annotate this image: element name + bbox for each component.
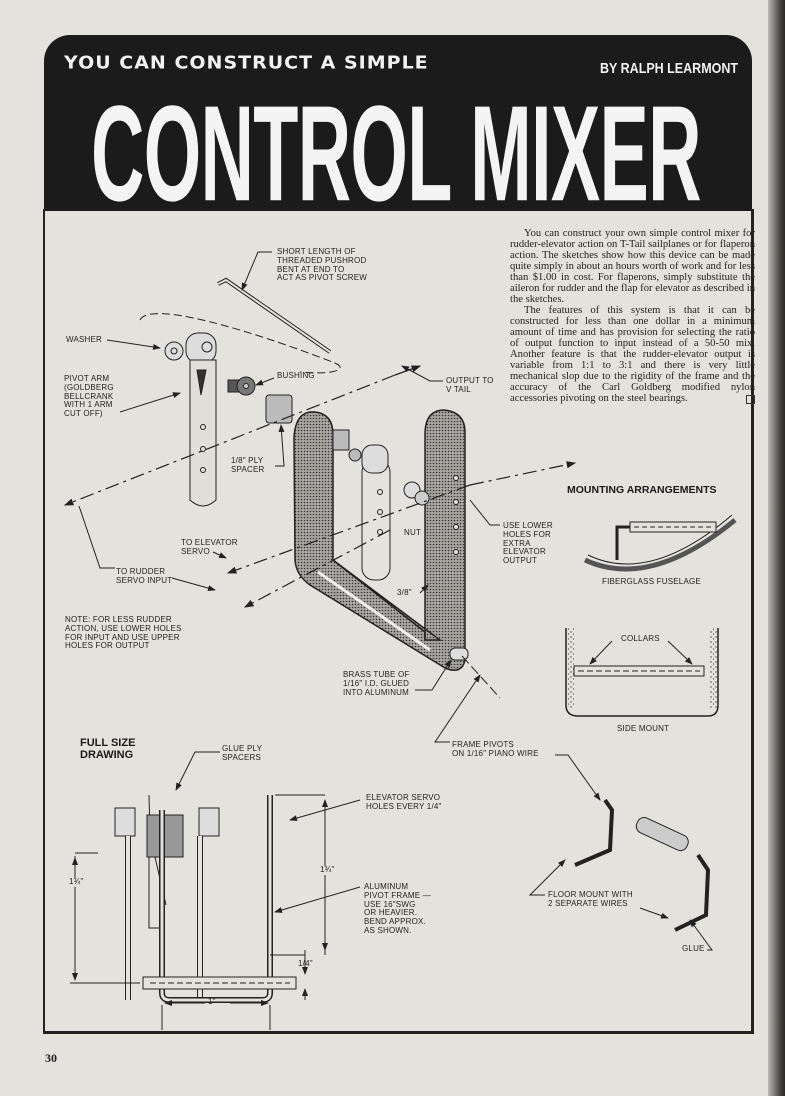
label-lower-holes: USE LOWER HOLES FOR EXTRA ELEVATOR OUTPU… <box>503 521 553 566</box>
side-mount-drawing <box>565 628 719 717</box>
end-mark-icon <box>746 395 755 404</box>
mounting-heading: MOUNTING ARRANGEMENTS <box>567 484 717 496</box>
label-dim-quarter: 1/4" <box>298 959 313 968</box>
body-paragraph: You can construct your own simple contro… <box>510 228 755 305</box>
label-floor-mount: FLOOR MOUNT WITH 2 SEPARATE WIRES <box>548 890 633 908</box>
body-paragraph-text: The features of this system is that it c… <box>510 305 755 404</box>
u-frame-drawing <box>293 409 466 671</box>
pivot-arm-drawing <box>185 332 217 507</box>
label-pushrod: SHORT LENGTH OF THREADED PUSHROD BENT AT… <box>277 247 367 283</box>
label-elevator-holes: ELEVATOR SERVO HOLES EVERY 1/4" <box>366 793 442 811</box>
article-title: CONTROL MIXER <box>91 77 702 211</box>
page-number: 30 <box>45 1051 57 1065</box>
article-header: YOU CAN CONSTRUCT A SIMPLE BY RALPH LEAR… <box>44 35 752 211</box>
label-bushing: BUSHING <box>277 371 315 380</box>
label-nut: NUT <box>404 528 422 537</box>
body-paragraph: The features of this system is that it c… <box>510 305 755 404</box>
inner-arm-drawing <box>332 429 430 581</box>
label-brass-tube: BRASS TUBE OF 1/16" I.D. GLUED INTO ALUM… <box>343 670 410 697</box>
bushing-drawing <box>227 376 256 396</box>
label-aluminum-frame: ALUMINUM PIVOT FRAME — USE 16"SWG OR HEA… <box>364 882 431 935</box>
label-to-elevator: TO ELEVATOR SERVO <box>181 538 238 556</box>
author-byline: BY RALPH LEARMONT <box>600 60 738 77</box>
label-fiberglass: FIBERGLASS FUSELAGE <box>602 577 701 586</box>
label-three-eighths: 3/8" <box>397 588 412 597</box>
label-dim-left: 1¾" <box>69 877 84 887</box>
header-kicker: YOU CAN CONSTRUCT A SIMPLE <box>64 52 429 74</box>
full-size-heading: FULL SIZE DRAWING <box>80 737 136 761</box>
label-note: NOTE: FOR LESS RUDDER ACTION, USE LOWER … <box>65 615 182 651</box>
fiberglass-mount-drawing <box>583 514 737 572</box>
label-collars: COLLARS <box>621 634 660 643</box>
full-size-drawing <box>70 751 361 1030</box>
label-glue: GLUE <box>682 944 705 953</box>
washer-drawing <box>164 341 184 361</box>
label-glue-ply: GLUE PLY SPACERS <box>222 744 263 762</box>
label-dim-inch: 1" <box>208 997 216 1006</box>
label-frame-pivots: FRAME PIVOTS ON 1/16" PIANO WIRE <box>452 740 539 758</box>
page-edge-shadow <box>768 0 785 1096</box>
label-pivot-arm: PIVOT ARM (GOLDBERG BELLCRANK WITH 1 ARM… <box>64 374 114 419</box>
pushrod-drawing <box>139 277 341 374</box>
label-dim-right: 1¾" <box>320 865 335 875</box>
label-ply-spacer: 1/8" PLY SPACER <box>231 456 265 474</box>
article-body: You can construct your own simple contro… <box>510 228 755 404</box>
floor-mount-drawing <box>528 754 713 951</box>
label-side-mount: SIDE MOUNT <box>617 724 670 733</box>
label-to-rudder: TO RUDDER SERVO INPUT <box>116 567 173 585</box>
ply-spacer-drawing <box>265 394 293 424</box>
label-washer: WASHER <box>66 335 103 344</box>
article-frame <box>43 209 754 1034</box>
label-output: OUTPUT TO V TAIL <box>446 376 494 394</box>
